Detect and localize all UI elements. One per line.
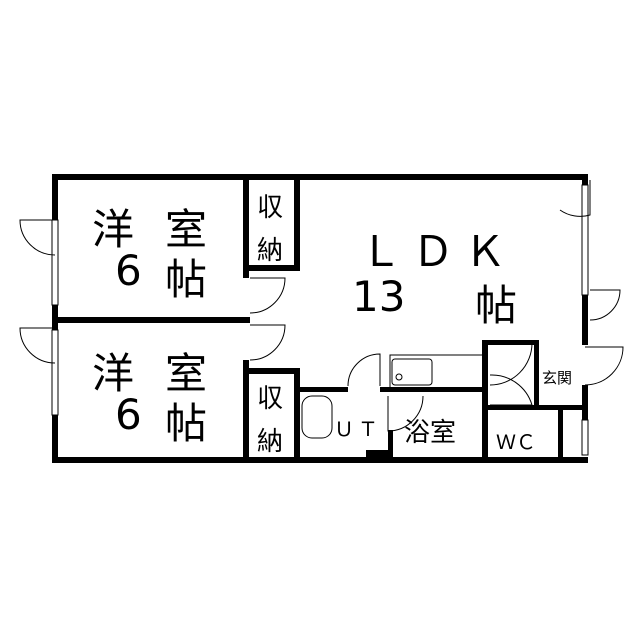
closet-1-label-a: 収: [257, 193, 284, 223]
western-room-2-label-b: 室: [165, 349, 208, 398]
door-swing: [559, 180, 591, 217]
ldk-label: ＬＤＫ: [360, 227, 517, 276]
window: [581, 419, 589, 456]
door-swing: [249, 324, 286, 361]
kitchen-sink: [391, 358, 433, 386]
entrance-label: 玄関: [542, 369, 573, 387]
door-swing: [584, 346, 624, 386]
door-swing: [19, 327, 56, 364]
window: [51, 329, 59, 416]
door-swing: [489, 342, 533, 386]
window: [581, 184, 589, 296]
walls: [52, 174, 588, 463]
door-swing: [19, 219, 56, 256]
ldk-unit: 帖: [475, 281, 518, 330]
closet-2-label-a: 収: [257, 384, 284, 414]
closet-1-label-b: 納: [257, 236, 284, 266]
door-swing: [589, 289, 621, 321]
closet-2-label-b: 納: [257, 427, 284, 457]
western-room-1-unit: 帖: [165, 255, 208, 304]
bath-label: 浴室: [404, 418, 457, 448]
window: [51, 219, 59, 306]
western-room-2-unit: 帖: [165, 399, 208, 448]
washbasin: [301, 395, 333, 439]
door-swing: [489, 374, 533, 406]
western-room-2-size: 6: [115, 390, 142, 439]
western-room-1-label-b: 室: [165, 205, 208, 254]
western-room-1-label-a: 洋: [92, 205, 135, 254]
utility-label: ＵＴ: [334, 417, 382, 441]
western-room-1-size: 6: [115, 246, 142, 295]
door-swing: [347, 353, 381, 387]
wc-label: ＷＣ: [496, 430, 536, 454]
door-swing: [249, 277, 286, 314]
western-room-2-label-a: 洋: [92, 349, 135, 398]
ldk-size: 13: [352, 272, 406, 321]
